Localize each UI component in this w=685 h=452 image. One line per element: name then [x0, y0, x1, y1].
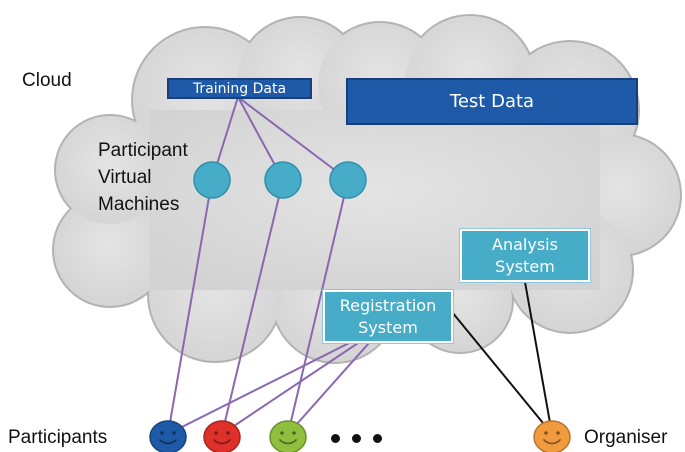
vm-circle[interactable] [193, 161, 231, 199]
organiser-smiley-face-icon[interactable] [533, 420, 571, 452]
training-data-label: Training Data [192, 80, 287, 97]
organiser-label: Organiser [584, 427, 668, 448]
ellipsis-dot [331, 434, 340, 443]
participant-smiley-face-icon[interactable] [203, 420, 241, 452]
participant-smiley-face-icon[interactable] [149, 420, 187, 452]
registration-system-label-line-2: System [358, 317, 418, 337]
test-data-box[interactable]: Test Data [346, 78, 638, 125]
organiser-links [451, 281, 553, 435]
registration-system-label-line-1: Registration [339, 295, 437, 315]
analysis-system-box[interactable]: Analysis System [459, 228, 591, 283]
virtual-machines [193, 161, 367, 199]
ellipsis-dot [373, 434, 382, 443]
registration-system-box[interactable]: Registration System [322, 289, 454, 344]
ellipsis-dot [352, 434, 361, 443]
participant-vm-label-line-2: Virtual [98, 167, 152, 188]
training-data-box[interactable]: Training Data [167, 78, 312, 99]
participant-vm-label-line-1: Participant [98, 140, 188, 161]
participants-label: Participants [8, 427, 108, 448]
analysis-system-label-line-2: System [495, 256, 555, 276]
vm-circle[interactable] [264, 161, 302, 199]
registration-participant-links [167, 324, 386, 435]
vm-participant-links [167, 179, 349, 435]
participant-smiley-face-icon[interactable] [269, 420, 307, 452]
analysis-system-label-line-1: Analysis [492, 234, 558, 254]
vm-circle[interactable] [329, 161, 367, 199]
test-data-label: Test Data [449, 91, 535, 112]
ellipsis-icon [331, 434, 382, 443]
cloud-label: Cloud [22, 70, 72, 91]
participant-vm-label-line-3: Machines [98, 194, 180, 215]
participant-faces [149, 420, 571, 452]
